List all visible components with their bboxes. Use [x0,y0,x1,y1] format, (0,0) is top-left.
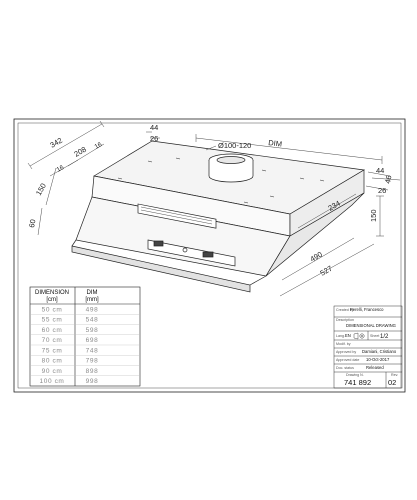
sheet-inner-frame [17,122,402,389]
table-cell-size: 90 cm [42,368,63,375]
dimension-table: DIMENSION [cm] DIM [mm] 50 cm 498 55 cm 548… [29,286,141,387]
dim-46-right: 46 [383,175,393,185]
top-face-markings [117,157,325,204]
dim-26-right: 26 [378,186,386,195]
table-cell-dim: 698 [86,337,99,344]
table-header-dim-unit: [mm] [85,297,99,303]
dim-44-right: 44 [376,166,384,175]
table-cell-dim: 748 [86,347,99,354]
dim-527: 527 [319,264,334,278]
table-cell-dim: 548 [86,317,99,324]
dim-16-a: 16 [94,141,104,151]
front-grille [137,203,217,229]
svg-text:Approved date: Approved date [336,358,359,362]
revision-value: 02 [388,378,396,387]
table-cell-dim: 498 [86,306,99,313]
dim-490: 490 [309,250,324,264]
control-panel [147,239,236,267]
table-cell-size: 75 cm [42,347,63,354]
table-header-dimension-unit: [cm] [46,297,58,303]
dimension-labels: 342 208 16 16 150 60 44 26 Ø100-120 DIM … [27,123,393,278]
svg-text:Doc. status: Doc. status [336,366,354,370]
projection-symbol [359,333,365,339]
table-cell-dim: 598 [86,327,99,334]
svg-text:Approved by: Approved by [336,350,356,354]
table-cell-size: 60 cm [42,327,63,334]
table-cell-size: 55 cm [42,317,63,324]
hood-lower-side [265,192,365,277]
title-block-text: Created by Perelli, Francesco Descriptio… [336,307,398,387]
title-block [333,305,403,389]
lang-value: EN [345,333,351,338]
table-cell-size: 100 cm [40,378,65,385]
table-cell-size: 70 cm [42,337,63,344]
doc-status-value: Released [366,365,384,370]
approved-date-value: 10-Oct-2017 [366,357,390,362]
drawing-number-value: 741 892 [344,378,371,387]
dim-60-left: 60 [27,219,37,229]
dim-44-top: 44 [150,123,158,132]
hood-bottom-strip [71,245,251,293]
sheet-value: 1/2 [380,334,389,340]
dim-208: 208 [73,145,88,159]
table-cell-dim: 998 [86,378,99,385]
description-value: DIMENSIONAL DRAWING [346,323,396,328]
svg-text:Lang.: Lang. [336,334,345,338]
table-cell-dim: 798 [86,358,99,365]
table-header-dimension: DIMENSION [35,290,69,296]
dimension-lines [27,120,401,297]
dim-26-top: 26 [150,134,158,143]
svg-text:Drawing N.: Drawing N. [346,373,364,377]
created-by-value: Perelli, Francesco [350,307,384,312]
svg-text:Rev.: Rev. [391,373,398,377]
table-cell-size: 50 cm [42,306,63,313]
svg-text:Sheet: Sheet [370,334,379,338]
duct-collar-body [208,160,254,183]
table-cell-size: 80 cm [42,358,63,365]
dim-150-left: 150 [34,182,48,197]
hood-drawing [71,140,366,293]
svg-text:Description: Description [336,318,354,322]
sheet-outer-frame [13,118,406,393]
table-header-dim: DIM [87,290,98,296]
dim-duct-diameter: Ø100-120 [218,141,251,150]
dim-16-b: 16 [56,164,66,174]
dim-width-label: DIM [268,138,283,149]
approved-by-value: Damiani, Cristiano [362,349,397,354]
svg-text:Created by: Created by [336,308,354,312]
svg-text:Modif. by: Modif. by [336,342,351,346]
dim-150-right: 150 [369,209,378,222]
table-cell-dim: 898 [86,368,99,375]
